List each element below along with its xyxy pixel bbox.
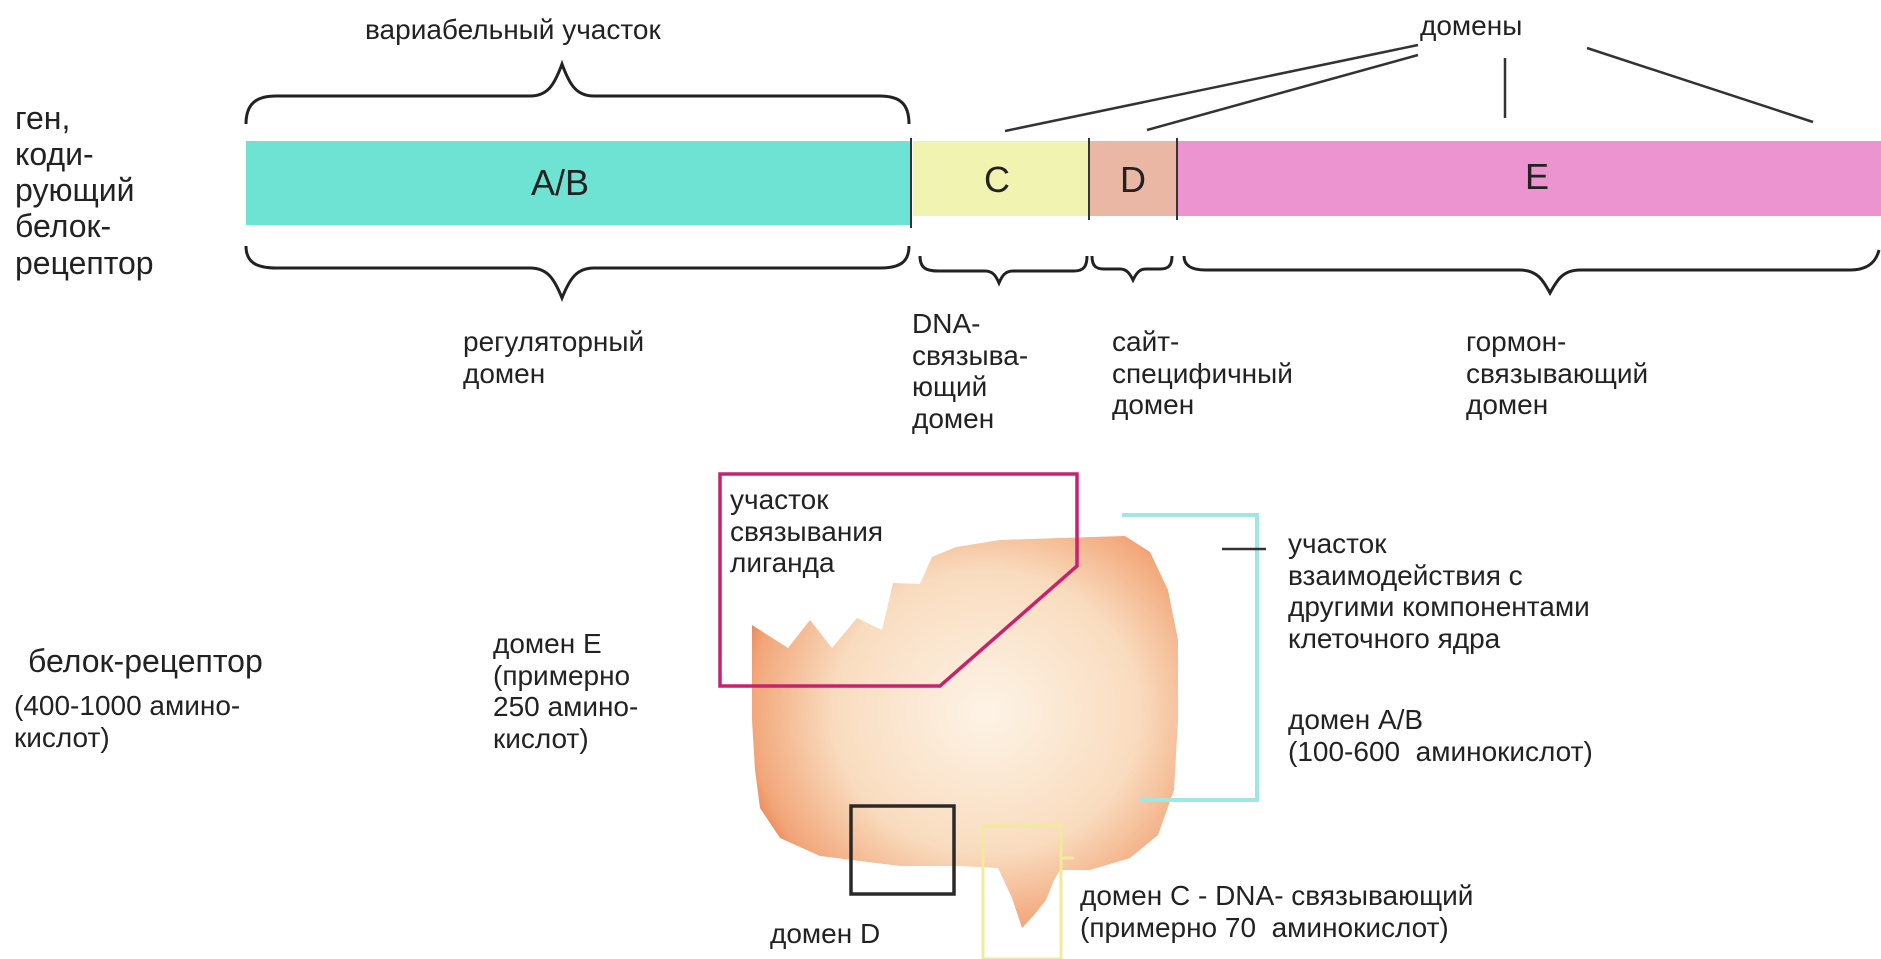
variable-region-label: вариабельный участок [365, 14, 661, 46]
regulatory-domain-brace [246, 246, 909, 298]
segment-label-e: E [1525, 156, 1549, 197]
interaction-site-label: участок взаимодействия с другими компоне… [1288, 528, 1590, 655]
dna-binding-domain-label: DNA- связыва- ющий домен [912, 308, 1028, 435]
protein-body [752, 536, 1178, 928]
dna-binding-domain-brace [920, 256, 1087, 283]
site-specific-domain-label: сайт- специфичный домен [1112, 326, 1293, 421]
domains-label: домены [1420, 10, 1522, 42]
hormone-binding-domain-brace [1184, 250, 1879, 293]
regulatory-domain-label: регуляторный домен [463, 326, 644, 389]
domain-ab-label: домен A/B (100-600 аминокислот) [1288, 704, 1593, 767]
domain-pointer-lines [1005, 45, 1813, 131]
protein-size-note: (400-1000 амино- кислот) [14, 690, 240, 753]
variable-region-brace [246, 64, 909, 124]
gene-label: ген, коди- рующий белок- рецептор [15, 100, 154, 281]
domain-c-label: домен C - DNA- связывающий (примерно 70 … [1080, 880, 1473, 943]
domain-e-label: домен E (примерно 250 амино- кислот) [493, 628, 638, 755]
segment-label-c: C [984, 159, 1010, 200]
protein-label: белок-рецептор [28, 643, 263, 679]
ligand-binding-site-label: участок связывания лиганда [730, 484, 883, 579]
site-specific-domain-brace [1092, 256, 1172, 280]
segment-label-d: D [1120, 159, 1146, 200]
hormone-binding-domain-label: гормон- связывающий домен [1466, 326, 1648, 421]
domain-d-label: домен D [770, 918, 880, 950]
segment-label-ab: A/B [531, 162, 589, 203]
